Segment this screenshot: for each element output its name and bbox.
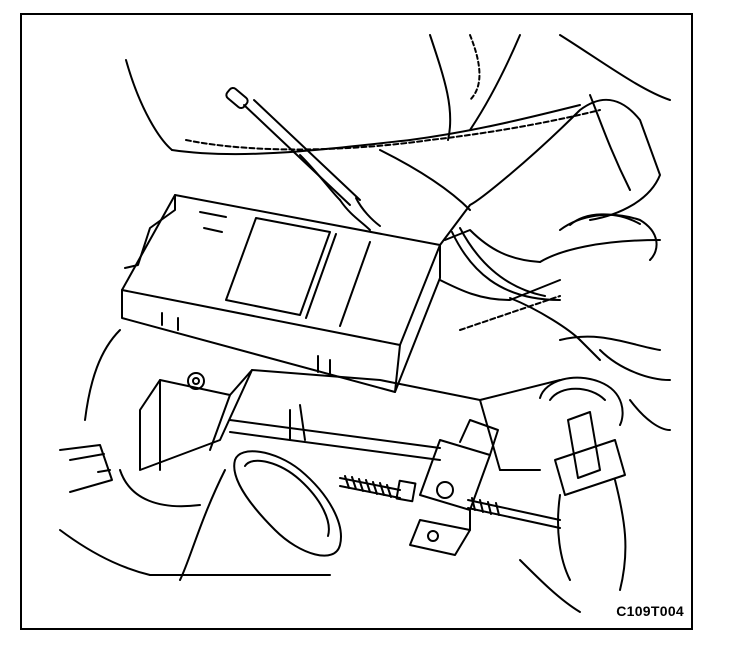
- valve-assembly: [519, 349, 671, 613]
- mounting-bracket: [59, 369, 253, 508]
- engine-contours: [59, 329, 561, 576]
- figure-code-label: C109T004: [616, 603, 684, 619]
- mounting-nut-icon: [187, 372, 205, 390]
- dash-panel: [125, 34, 671, 211]
- throttle-cylinder: [179, 450, 342, 581]
- intake-duct: [439, 94, 661, 361]
- cable-clip: [409, 419, 499, 556]
- control-module: [121, 194, 441, 393]
- dipstick: [225, 86, 381, 231]
- throttle-cable: [229, 419, 561, 529]
